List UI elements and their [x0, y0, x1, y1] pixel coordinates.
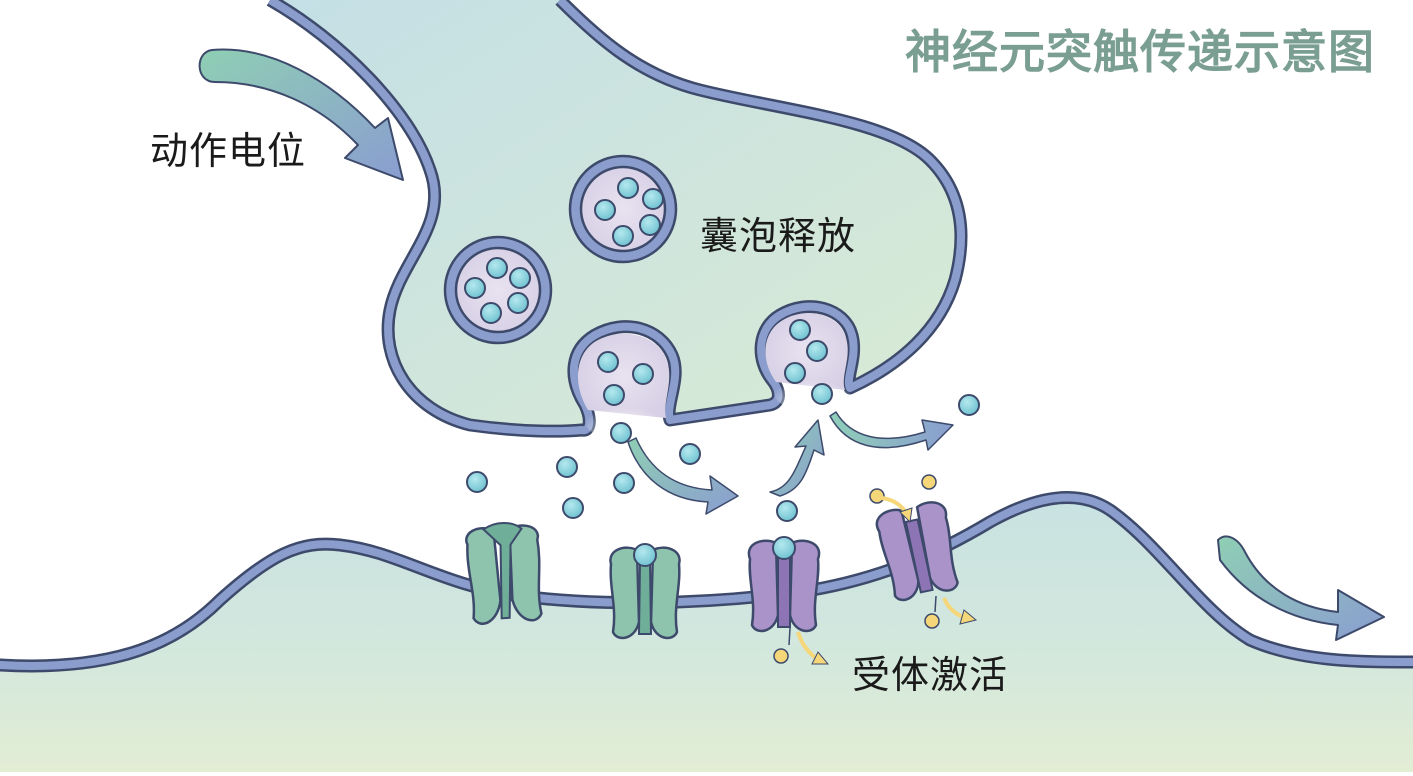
receptor-inactive-2 [609, 543, 681, 640]
signal-propagation-arrow [1217, 535, 1385, 641]
postsynaptic-neuron [0, 491, 1413, 772]
diffusion-arrow-2 [769, 419, 825, 497]
receptor-active-1 [747, 536, 821, 633]
synaptic-vesicle-2 [568, 154, 678, 264]
action-potential-arrow [198, 48, 404, 181]
diagram-title: 神经元突触传递示意图 [905, 25, 1375, 79]
synaptic-vesicle-1 [443, 235, 553, 345]
ions [773, 474, 978, 665]
neurotransmitters [466, 319, 980, 522]
receptor-active-2 [875, 501, 959, 602]
receptor-inactive-1 [465, 521, 543, 625]
diffusion-arrow-3 [829, 411, 954, 451]
diffusion-arrows [627, 411, 954, 515]
presynaptic-membrane [268, 0, 965, 436]
vesicle-release-label: 囊泡释放 [700, 214, 857, 258]
diffusion-arrow-1 [627, 437, 739, 515]
receptor-activation-label: 受体激活 [852, 653, 1009, 697]
action-potential-label: 动作电位 [150, 129, 307, 173]
